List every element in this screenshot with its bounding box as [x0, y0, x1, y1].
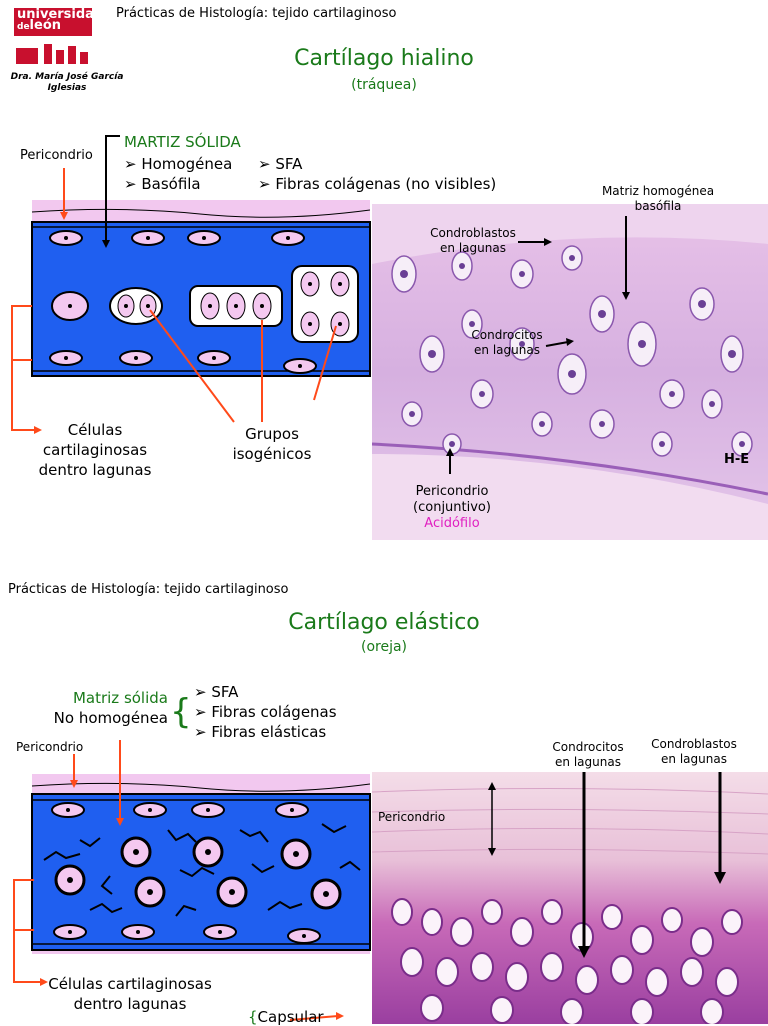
micro-label-condroblastos-2: Condroblastos en lagunas — [646, 737, 742, 767]
matrix-label-2: Matriz sólida No homogénea — [52, 688, 168, 728]
micro-label-condrocitos-2: Condrocitos en lagunas — [544, 740, 632, 770]
bullet-list-2: ➢ SFA ➢ Fibras colágenas ➢ Fibras elásti… — [194, 682, 337, 742]
elastic-micrograph — [372, 772, 768, 1024]
logo-de: de — [17, 22, 30, 32]
micro-label-pericondrio-2: Pericondrio — [378, 810, 446, 824]
micro-condrocitos-2-line1: Condrocitos — [552, 740, 624, 754]
hyaline-diagram — [11, 135, 371, 434]
pericondrio-label: Pericondrio — [20, 148, 93, 163]
university-logo — [14, 8, 102, 70]
micro-pericondrio-line2: (conjuntivo) — [413, 500, 491, 515]
bullet-list-right: ➢ SFA ➢ Fibras colágenas (no visibles) — [258, 154, 496, 194]
bullet-fibras: Fibras colágenas (no visibles) — [275, 175, 497, 193]
bullet-item: ➢ SFA — [194, 683, 239, 701]
micro-label-condrocitos: Condrocitos en lagunas — [462, 328, 552, 358]
bullet-colagenas: Fibras colágenas — [211, 703, 337, 721]
cells-label-line3: dentro lagunas — [38, 461, 152, 479]
bullet-elasticas: Fibras elásticas — [211, 723, 327, 741]
slide2-title: Cartílago elástico — [288, 610, 480, 635]
cells-label-line1: Células — [67, 421, 123, 439]
bullet-item: ➢ Fibras colágenas — [194, 703, 337, 721]
cells-label-2: Células cartilaginosas dentro lagunas — [40, 974, 220, 1014]
bullet-item: ➢ Homogénea — [124, 155, 233, 173]
capsular-brace: { — [248, 1008, 258, 1026]
acidofilo-label: Acidófilo — [424, 516, 480, 531]
author-line-2: Iglesias — [47, 83, 87, 93]
micro-label-condroblastos: Condroblastos en lagunas — [420, 226, 526, 256]
pericondrio-label-2: Pericondrio — [16, 740, 84, 754]
elastic-diagram — [13, 740, 371, 1021]
bullet-item: ➢ Fibras elásticas — [194, 723, 327, 741]
groups-label-line2: isogénicos — [232, 445, 312, 463]
cells-label-2-line1: Células cartilaginosas — [48, 975, 212, 993]
hyaline-micrograph — [372, 204, 768, 540]
slide1-subtitle: (tráquea) — [351, 77, 417, 93]
capsular-text: Capsular — [257, 1008, 324, 1026]
micro-condrocitos-line2: en lagunas — [474, 343, 540, 357]
micro-matriz-line1: Matriz homogénea — [601, 184, 715, 198]
author-line-1: Dra. María José García — [10, 72, 124, 82]
bullet-homogenea: Homogénea — [141, 155, 233, 173]
logo-leon: león — [29, 18, 62, 33]
bullet-basofila: Basófila — [141, 175, 201, 193]
cells-label-line2: cartilaginosas — [42, 441, 148, 459]
micro-condroblastos-line2: en lagunas — [440, 241, 506, 255]
bullet-item: ➢ Basófila — [124, 175, 201, 193]
capsular-label: {Capsular — [248, 1008, 324, 1026]
micro-condrocitos-line1: Condrocitos — [471, 328, 543, 342]
logo-line-1: universidad — [17, 7, 104, 22]
micro-condroblastos-2-line2: en lagunas — [661, 752, 727, 766]
bullet-item: ➢ Fibras colágenas (no visibles) — [258, 175, 497, 193]
micro-label-matriz: Matriz homogénea basófila — [588, 184, 728, 214]
green-brace: { — [170, 692, 192, 732]
bullet-list-left: ➢ Homogénea ➢ Basófila — [124, 154, 232, 194]
slide1-title: Cartílago hialino — [294, 46, 474, 71]
micro-pericondrio-line1: Pericondrio — [415, 484, 489, 499]
matrix-label-2-line2: No homogénea — [53, 709, 168, 727]
bullet-sfa-2: SFA — [211, 683, 239, 701]
micro-label-pericondrio: Pericondrio (conjuntivo) Acidófilo — [400, 484, 504, 532]
groups-label-line1: Grupos — [245, 425, 299, 443]
logo-wordmark: universidad deleón — [17, 7, 104, 33]
micro-condrocitos-2-line2: en lagunas — [555, 755, 621, 769]
micro-condroblastos-line1: Condroblastos — [430, 226, 516, 240]
author-name: Dra. María José García Iglesias — [6, 72, 128, 94]
cells-label-2-line2: dentro lagunas — [73, 995, 187, 1013]
matrix-label-2-line1: Matriz sólida — [72, 689, 168, 707]
course-title-2: Prácticas de Histología: tejido cartilag… — [8, 582, 289, 597]
groups-label: Grupos isogénicos — [222, 424, 322, 464]
cells-label: Células cartilaginosas dentro lagunas — [20, 420, 170, 480]
slide2-subtitle: (oreja) — [360, 639, 408, 655]
micro-condroblastos-2-line1: Condroblastos — [651, 737, 737, 751]
bullet-item: ➢ SFA — [258, 155, 303, 173]
course-title: Prácticas de Histología: tejido cartilag… — [116, 6, 397, 21]
bullet-sfa: SFA — [275, 155, 303, 173]
matrix-label: MARTIZ SÓLIDA — [124, 133, 241, 151]
micro-matriz-line2: basófila — [634, 199, 682, 213]
logo-line-2: deleón — [17, 18, 103, 33]
stain-label: H-E — [724, 452, 750, 467]
